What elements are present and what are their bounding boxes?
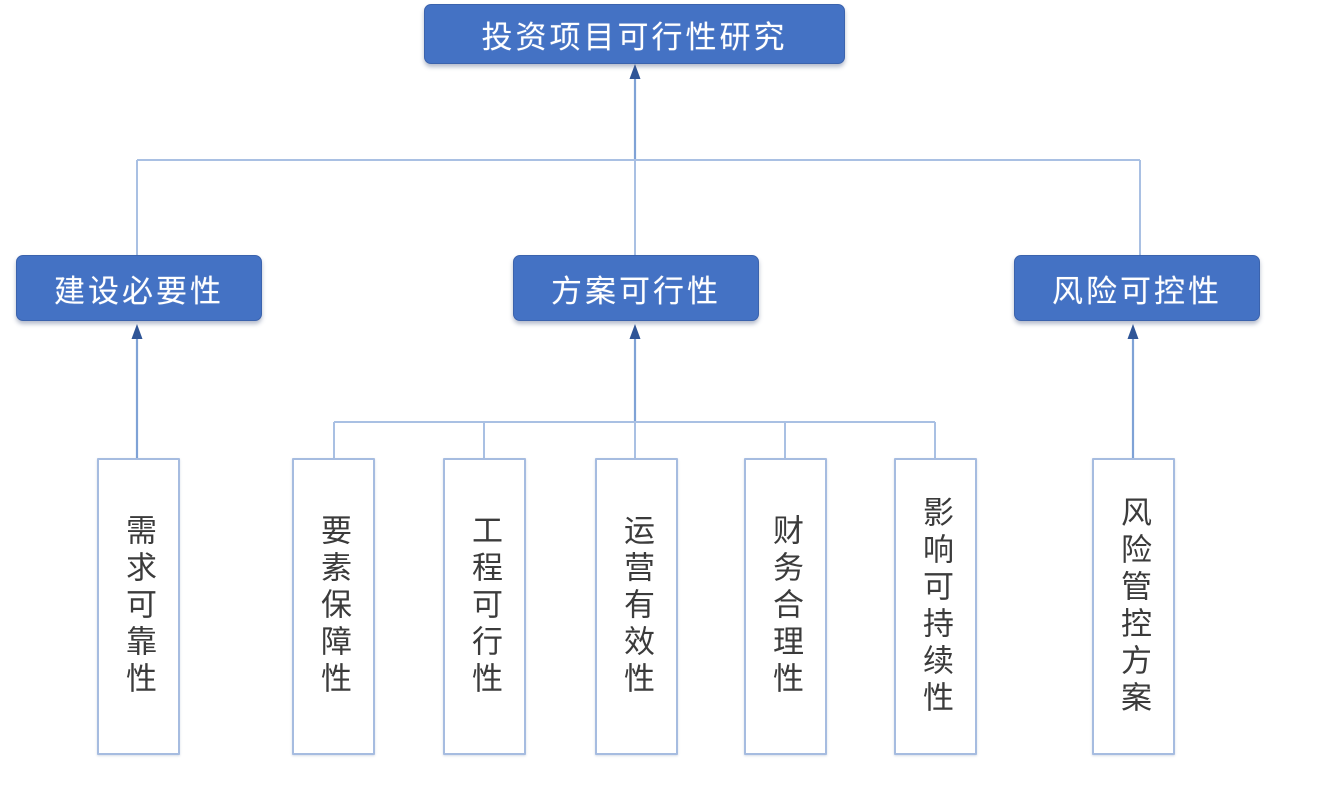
node-factor-assurance[interactable]: 要素保障性	[292, 458, 375, 755]
arrowhead-root	[629, 64, 641, 79]
node-risk[interactable]: 风险可控性	[1014, 255, 1260, 321]
node-operation-effectiveness-label: 运营有效性	[619, 514, 654, 699]
node-financial-rationality[interactable]: 财务合理性	[744, 458, 827, 755]
node-risk-control-plan-label: 风险管控方案	[1116, 495, 1151, 718]
node-demand-reliability[interactable]: 需求可靠性	[97, 458, 180, 755]
node-financial-rationality-label: 财务合理性	[768, 514, 803, 699]
arrowhead-risk	[1127, 324, 1139, 339]
node-necessity-label: 建设必要性	[54, 273, 224, 309]
node-engineering-feasibility[interactable]: 工程可行性	[443, 458, 526, 755]
node-feasibility-label: 方案可行性	[551, 273, 721, 309]
arrowhead-feasibility	[629, 324, 641, 339]
node-operation-effectiveness[interactable]: 运营有效性	[595, 458, 678, 755]
node-root[interactable]: 投资项目可行性研究	[424, 4, 845, 64]
arrowhead-necessity	[131, 324, 143, 339]
node-feasibility[interactable]: 方案可行性	[513, 255, 759, 321]
node-risk-label: 风险可控性	[1052, 273, 1222, 309]
node-impact-sustainability-label: 影响可持续性	[918, 495, 953, 718]
node-factor-assurance-label: 要素保障性	[316, 514, 351, 699]
node-risk-control-plan[interactable]: 风险管控方案	[1092, 458, 1175, 755]
node-necessity[interactable]: 建设必要性	[16, 255, 262, 321]
node-impact-sustainability[interactable]: 影响可持续性	[894, 458, 977, 755]
node-demand-reliability-label: 需求可靠性	[121, 514, 156, 699]
node-root-label: 投资项目可行性研究	[481, 19, 788, 55]
node-engineering-feasibility-label: 工程可行性	[467, 514, 502, 699]
